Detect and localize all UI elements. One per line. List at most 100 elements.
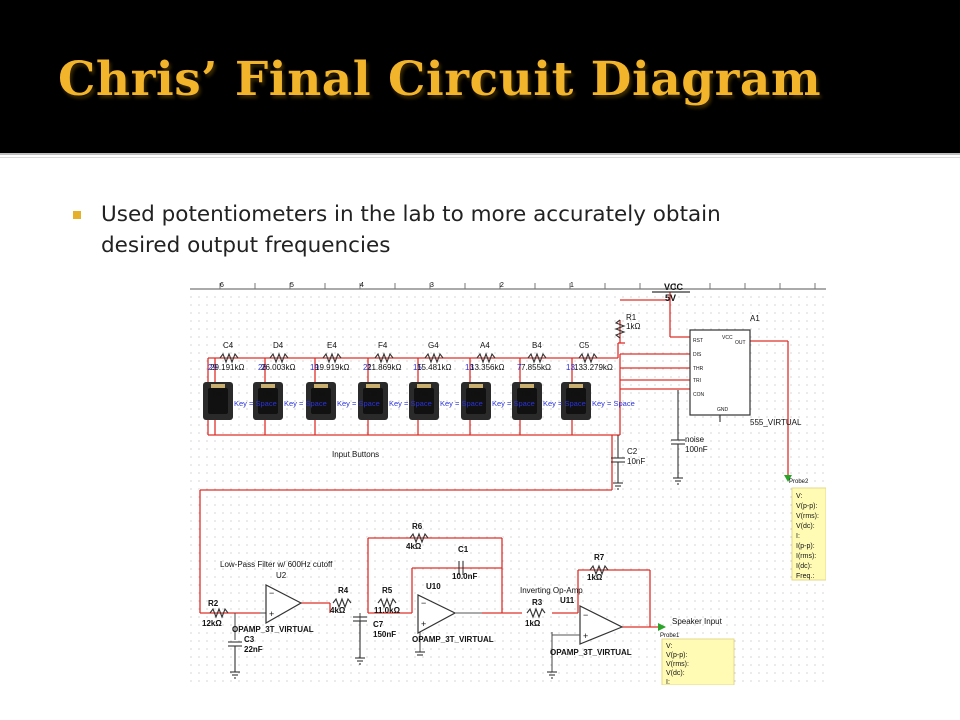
opamp-u2-icon: [265, 584, 303, 625]
ruler-label-4: 4: [360, 282, 364, 289]
note-e4-pct: 19: [310, 363, 319, 372]
probe1-readout-panel: [661, 638, 735, 686]
note-f4-label: F4: [378, 341, 388, 350]
probe2-ipp: I(p-p):: [796, 543, 815, 550]
key-label-3: Key = Space: [337, 399, 380, 408]
c2-label: C2: [627, 447, 638, 456]
probe2-freq: Freq.:: [796, 573, 814, 580]
probe1-vrms: V(rms):: [666, 661, 689, 668]
note-f4-value: 21.869kΩ: [367, 363, 401, 372]
pin-con: CON: [693, 392, 705, 398]
svg-text:−: −: [421, 598, 426, 608]
note-c4-pct: 29: [208, 363, 217, 372]
vcc-label: VCC: [664, 282, 684, 292]
probe1-vdc: V(dc):: [666, 670, 685, 677]
key-label-7: Key = Space: [543, 399, 586, 408]
note-f4-pct: 21: [363, 363, 372, 372]
switch-2-on: ON: [263, 392, 272, 398]
bullet-square-icon: [73, 211, 81, 219]
probe1-vpp: V(p-p):: [666, 652, 687, 659]
ground-symbols: [415, 651, 557, 679]
c1-label: C1: [458, 545, 469, 554]
key-label-4: Key = Space: [389, 399, 432, 408]
u10-label: U10: [426, 582, 441, 591]
push-button-switches: ON ON ON ON ON: [203, 382, 591, 420]
key-label-6: Key = Space: [492, 399, 535, 408]
note-e4-label: E4: [327, 341, 337, 350]
r5-value: 11.0kΩ: [374, 606, 401, 615]
u2-plus: +: [269, 609, 274, 619]
input-buttons-label: Input Buttons: [332, 450, 379, 459]
switch-5-on: ON: [419, 392, 428, 398]
key-label-1: Key = Space: [234, 399, 277, 408]
c7-label: C7: [373, 620, 384, 629]
pin-gnd: GND: [717, 407, 729, 413]
pin-dis: DIS: [693, 352, 702, 358]
note-e4-value: 19.919kΩ: [315, 363, 349, 372]
c3-value: 22nF: [244, 645, 263, 654]
r3-value: 1kΩ: [525, 619, 541, 628]
probe1-marker-icon: [658, 623, 666, 631]
ruler-label-3: 3: [430, 282, 434, 289]
note-b4-value: 7.855kΩ: [521, 363, 551, 372]
probe2-label: Probe2: [789, 479, 809, 485]
u11-part: OPAMP_3T_VIRTUAL: [550, 648, 632, 657]
key-label-8: Key = Space: [592, 399, 635, 408]
probe2-vpp: V(p-p):: [796, 503, 817, 510]
note-d4-label: D4: [273, 341, 284, 350]
note-a4-pct: 13: [465, 363, 474, 372]
svg-text:+: +: [583, 631, 588, 641]
ruler-label-6: 6: [220, 282, 224, 289]
switch-1-on: ON: [213, 392, 222, 398]
note-a4-label: A4: [480, 341, 490, 350]
note-g4-label: G4: [428, 341, 439, 350]
r6-value: 4kΩ: [406, 542, 422, 551]
title-divider: [0, 153, 960, 155]
svg-text:−: −: [583, 610, 588, 620]
note-resistors: [219, 352, 598, 364]
circuit-diagram: 6 5 4 3 2 1: [190, 280, 827, 686]
note-g4-pct: 15: [413, 363, 422, 372]
vcc-value: 5V: [665, 293, 676, 303]
inverting-label: Inverting Op-Amp: [520, 586, 583, 595]
r7-label: R7: [594, 553, 605, 562]
ruler-label-2: 2: [500, 282, 504, 289]
probe2-marker-icon: [784, 475, 792, 482]
probe2-idc: I(dc):: [796, 563, 812, 570]
r1-value: 1kΩ: [626, 322, 640, 331]
note-d4-pct: 26: [258, 363, 267, 372]
switch-6-on: ON: [471, 392, 480, 398]
red-wires-upper: [199, 292, 789, 614]
probe2-irms: I(rms):: [796, 553, 816, 560]
pin-rst: RST: [693, 338, 703, 344]
u2-part: OPAMP_3T_VIRTUAL: [232, 625, 314, 634]
noise-value: 100nF: [685, 445, 708, 454]
speaker-input-label: Speaker Input: [672, 617, 723, 626]
note-g4-value: 15.481kΩ: [417, 363, 451, 372]
pin-out: OUT: [735, 340, 746, 346]
note-c5-value: 133.279kΩ: [574, 363, 613, 372]
probe1-i: I:: [666, 679, 670, 685]
red-wires-lower: [235, 537, 665, 628]
switch-8-on: ON: [571, 392, 580, 398]
bullet-text-line-2: desired output frequencies: [101, 233, 391, 258]
r2-label: R2: [208, 599, 219, 608]
pin-vcc: VCC: [722, 335, 733, 341]
note-c4-value: 29.191kΩ: [210, 363, 244, 372]
timer-555-block: [689, 329, 751, 416]
key-label-2: Key = Space: [284, 399, 327, 408]
timer-part-name: 555_VIRTUAL: [750, 418, 802, 427]
r3-label: R3: [532, 598, 543, 607]
c2-value: 10nF: [627, 457, 645, 466]
ruler-label-1: 1: [570, 282, 574, 289]
c3-label: C3: [244, 635, 255, 644]
svg-text:+: +: [421, 619, 426, 629]
ruler-ticks: [219, 283, 816, 289]
slide-title: Chris’ Final Circuit Diagram: [58, 52, 822, 107]
note-c5-pct: 13: [566, 363, 575, 372]
pin-tri: TRI: [693, 378, 701, 384]
note-a4-value: 13.356kΩ: [470, 363, 504, 372]
lpf-label: Low-Pass Filter w/ 600Hz cutoff: [220, 560, 333, 569]
probe2-i: I:: [796, 533, 800, 540]
probe2-vrms: V(rms):: [796, 513, 819, 520]
